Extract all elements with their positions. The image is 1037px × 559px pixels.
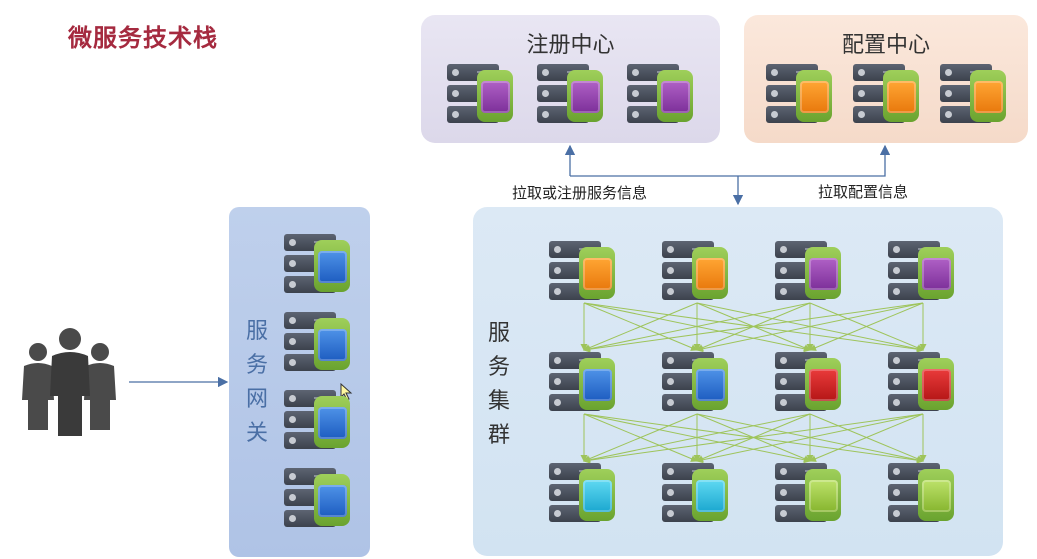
mesh-edge — [583, 302, 924, 353]
cluster-label-char: 群 — [487, 423, 510, 448]
server-chip — [809, 369, 838, 401]
cluster-server-icon — [662, 241, 728, 303]
server-chip — [974, 81, 1003, 113]
cluster-server-icon — [662, 352, 728, 414]
edge-label-pull-register: 拉取或注册服务信息 — [512, 184, 648, 202]
mesh-edge — [809, 413, 924, 462]
gateway-server-icon — [284, 234, 350, 296]
cluster-label-char: 集 — [487, 389, 510, 414]
gateway-server-icon — [284, 468, 350, 530]
server-chip — [809, 258, 838, 290]
gateway-server-icon — [284, 390, 350, 452]
mesh-edge — [696, 413, 924, 464]
config-server-icon — [940, 64, 1006, 126]
server-chip — [887, 81, 916, 113]
arrow-to-config — [570, 144, 891, 177]
cluster-server-icon — [775, 463, 841, 525]
server-chip — [696, 369, 725, 401]
server-chip — [800, 81, 829, 113]
mesh-edge — [696, 302, 924, 353]
gateway-label-char: 务 — [245, 353, 268, 378]
registry-title: 注册中心 — [526, 33, 615, 58]
gateway-label-char: 关 — [245, 421, 268, 446]
server-chip — [571, 81, 600, 113]
cluster-label-char: 务 — [487, 355, 510, 380]
cluster-server-icon — [549, 463, 615, 525]
mesh-edge — [583, 413, 811, 464]
server-chip — [318, 251, 347, 283]
server-chip — [481, 81, 510, 113]
server-chip — [583, 369, 612, 401]
cluster-server-icon — [662, 463, 728, 525]
mesh-edge — [583, 302, 811, 353]
cluster-label: 服 务 集 群 — [485, 317, 513, 453]
page-title: 微服务技术栈 — [68, 24, 218, 52]
server-chip — [922, 258, 951, 290]
gateway-label: 服 务 网 关 — [243, 315, 271, 451]
edge-label-pull-config: 拉取配置信息 — [818, 183, 909, 201]
cluster-server-icon — [888, 241, 954, 303]
gateway-label-char: 网 — [245, 387, 268, 412]
mesh-edge — [583, 413, 924, 464]
server-chip — [318, 485, 347, 517]
server-chip — [318, 329, 347, 361]
mesh-edge — [809, 302, 924, 351]
cluster-server-icon — [888, 352, 954, 414]
registry-server-icon — [627, 64, 693, 126]
server-chip — [583, 480, 612, 512]
cluster-label-char: 服 — [487, 321, 510, 346]
server-chip — [583, 258, 612, 290]
cluster-server-icon — [549, 352, 615, 414]
server-chip — [696, 480, 725, 512]
gateway-server-icon — [284, 312, 350, 374]
server-chip — [696, 258, 725, 290]
cluster-server-icon — [775, 241, 841, 303]
server-chip — [318, 407, 347, 439]
mesh-edge — [583, 413, 698, 462]
config-title: 配置中心 — [841, 33, 930, 58]
mesh-edge — [583, 302, 698, 351]
server-chip — [922, 369, 951, 401]
server-chip — [661, 81, 690, 113]
cluster-server-icon — [549, 241, 615, 303]
server-chip — [809, 480, 838, 512]
cluster-server-icon — [888, 463, 954, 525]
registry-server-icon — [537, 64, 603, 126]
registry-server-icon — [447, 64, 513, 126]
server-chip — [922, 480, 951, 512]
gateway-label-char: 服 — [245, 319, 268, 344]
registry-config-connector — [564, 144, 891, 206]
cluster-mesh — [580, 302, 927, 464]
cluster-server-icon — [775, 352, 841, 414]
users-group-icon — [22, 328, 116, 436]
config-server-icon — [766, 64, 832, 126]
config-server-icon — [853, 64, 919, 126]
